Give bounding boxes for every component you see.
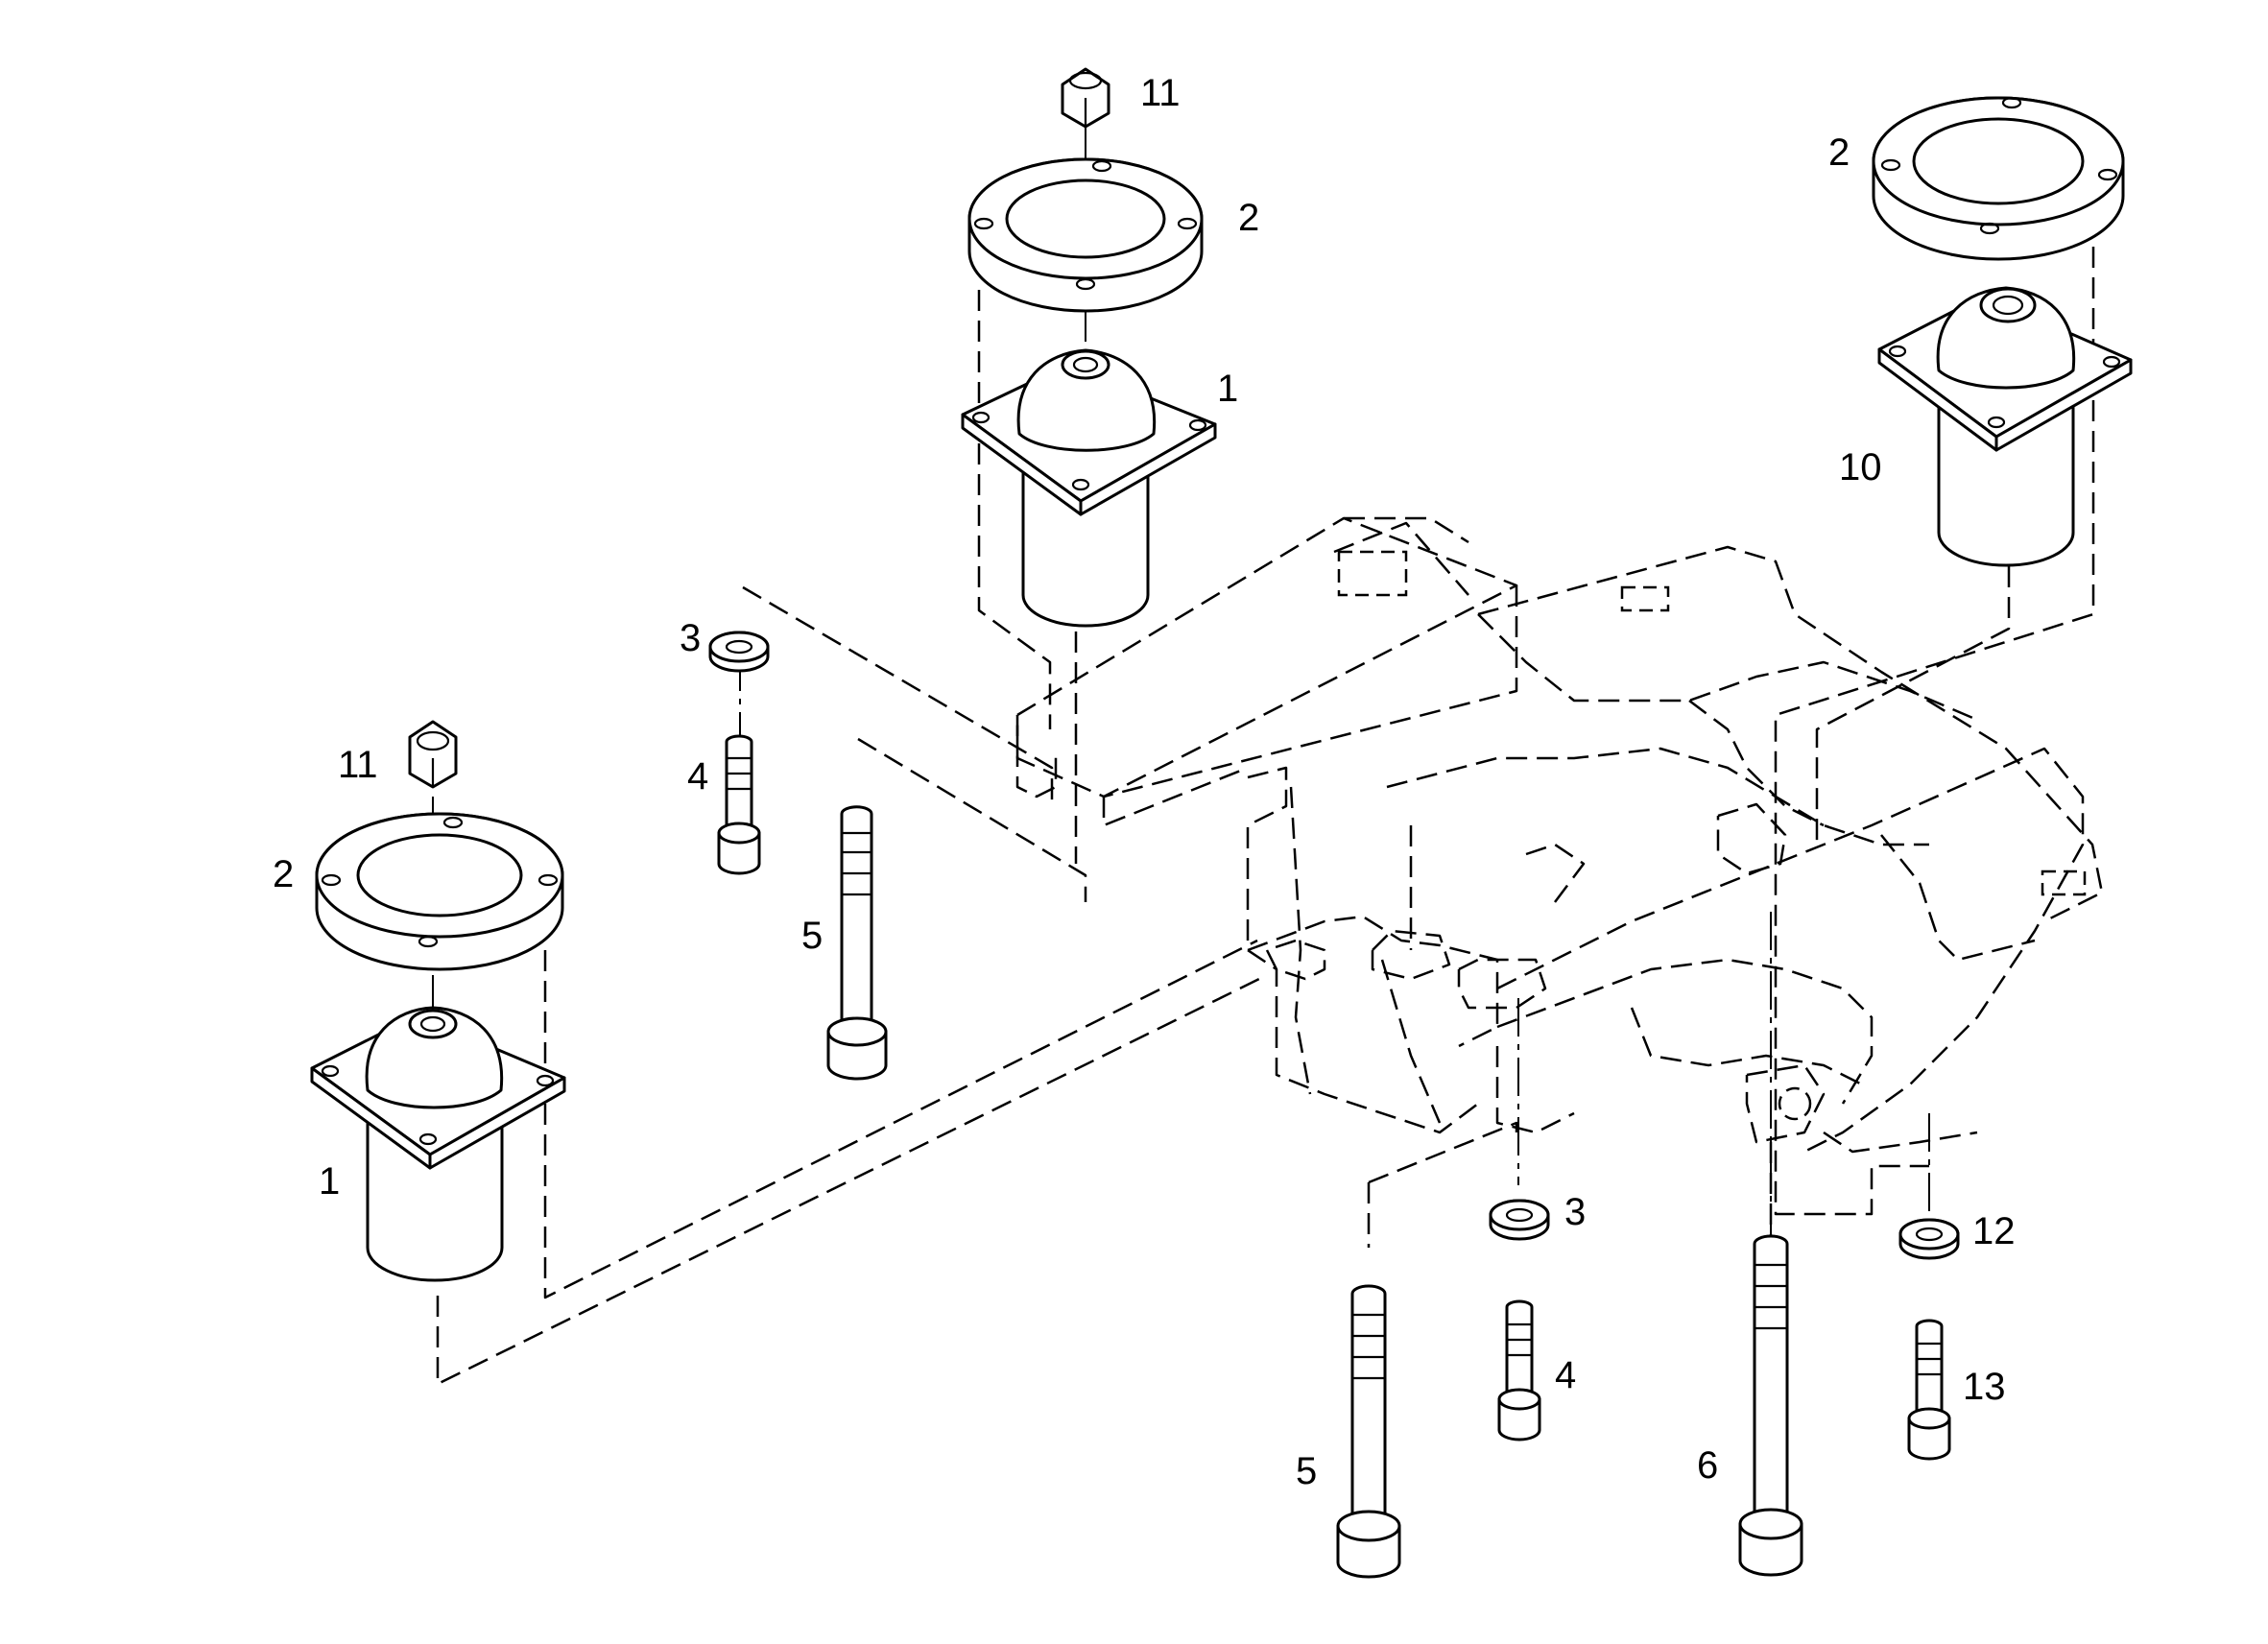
- left-mount: [310, 1006, 566, 1282]
- screw-upper-left: [717, 734, 761, 875]
- callout-left-ring: 2: [273, 853, 294, 895]
- callout-right-ring: 2: [1828, 131, 1850, 174]
- top-nut: [1061, 67, 1110, 129]
- callout-bolt-upper-left: 5: [801, 915, 823, 957]
- callout-right-mount: 10: [1839, 446, 1882, 488]
- construction-lines: [432, 125, 2095, 1386]
- callout-top-mount: 1: [1217, 368, 1238, 410]
- washer-bottom-right: [1898, 1218, 1960, 1260]
- bolt-bottom-right: [1738, 1234, 1803, 1577]
- bolt-upper-left: [826, 805, 888, 1081]
- left-nut: [408, 720, 458, 789]
- screw-bottom-mid: [1497, 1299, 1541, 1441]
- callout-washer-bottom-right: 12: [1972, 1210, 2016, 1252]
- callout-screw-bottom-mid: 4: [1555, 1354, 1576, 1396]
- callout-screw-upper-left: 4: [687, 755, 708, 798]
- washer-upper-left: [708, 631, 770, 673]
- right-mount: [1877, 286, 2133, 567]
- callout-left-mount: 1: [319, 1160, 340, 1203]
- callout-labels: 11 2 1 3 4 5 11 2 1 2 10 3 4 5 6 12 13: [273, 72, 2016, 1492]
- screw-bottom-right: [1907, 1319, 1951, 1461]
- top-mount: [961, 348, 1217, 628]
- callout-left-nut: 11: [338, 744, 378, 786]
- bracket-frame: [1015, 516, 2104, 1154]
- callout-bolt-bottom-right: 6: [1697, 1444, 1718, 1487]
- left-ring: [315, 812, 564, 971]
- callout-washer-bottom-mid: 3: [1564, 1191, 1586, 1233]
- callout-screw-bottom-right: 13: [1963, 1366, 2006, 1408]
- top-ring: [967, 157, 1204, 313]
- bolt-bottom-mid: [1336, 1284, 1401, 1579]
- right-ring: [1872, 96, 2125, 261]
- callout-washer-upper-left: 3: [680, 617, 701, 659]
- callout-top-nut: 11: [1140, 72, 1181, 114]
- washer-bottom-mid: [1489, 1199, 1550, 1241]
- callout-top-ring: 2: [1238, 197, 1259, 239]
- callout-bolt-bottom-mid: 5: [1296, 1450, 1317, 1492]
